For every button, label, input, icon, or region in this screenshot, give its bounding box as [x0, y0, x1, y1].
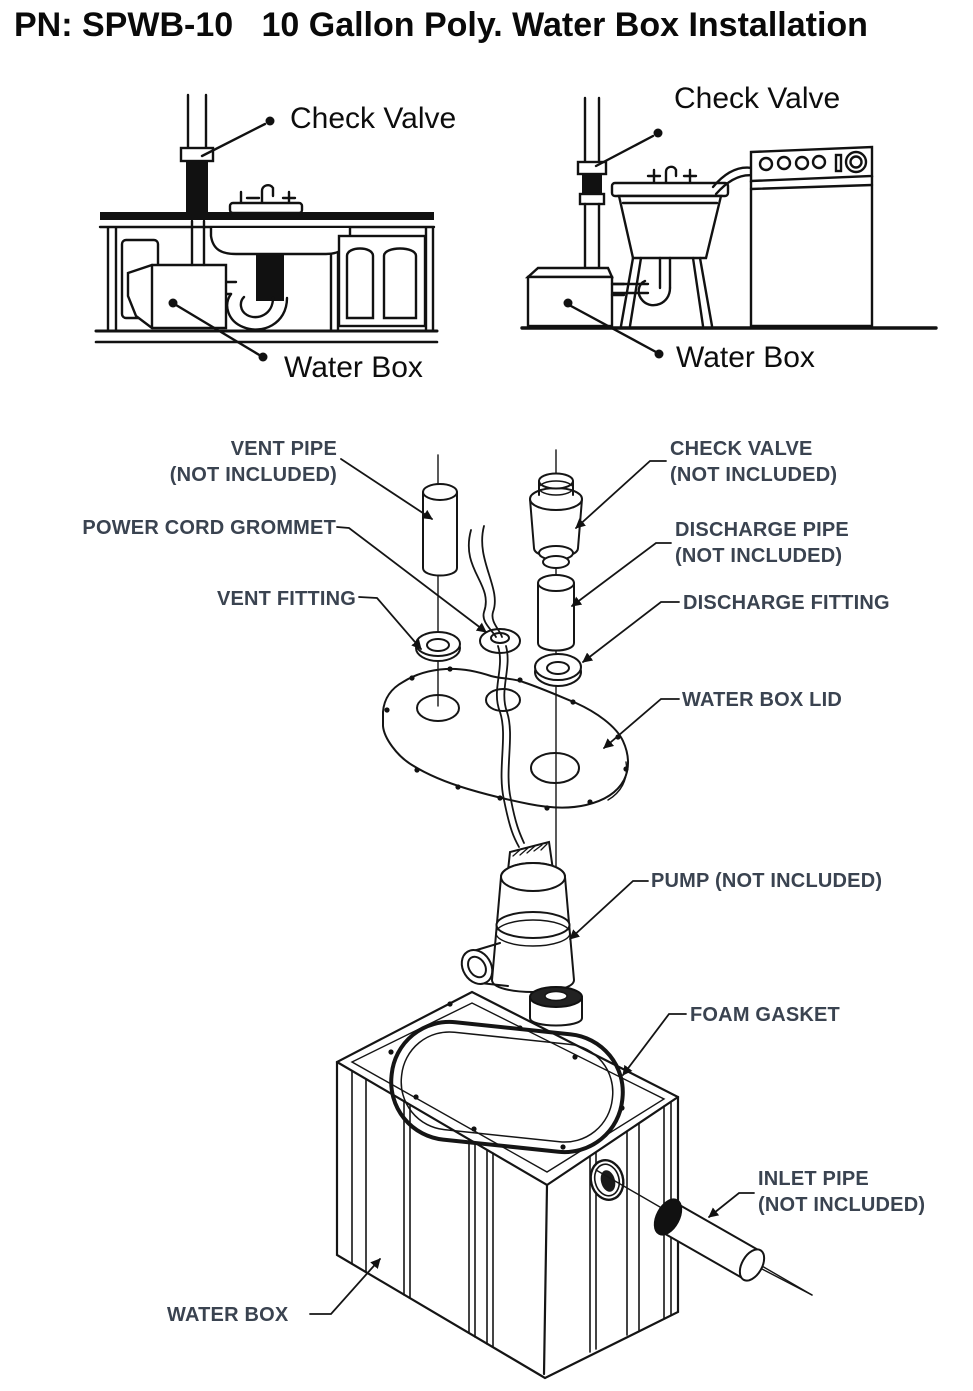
- label-water-box-right: Water Box: [676, 341, 815, 374]
- leader-water-box-left: [168, 298, 268, 362]
- label-water-box-left: Water Box: [284, 351, 423, 384]
- exploded-leaders: [309, 458, 755, 1315]
- leader-check-valve-right: [594, 128, 663, 168]
- label-vent-fitting: VENT FITTING: [216, 588, 356, 610]
- label-water-box-lid: WATER BOX LID: [682, 689, 843, 711]
- power-cord-drawing: [468, 525, 525, 848]
- vent-fitting-drawing: [415, 631, 461, 662]
- label-power-cord-grommet: POWER CORD GROMMET: [82, 517, 336, 539]
- label-pump: PUMP (NOT INCLUDED): [651, 870, 883, 892]
- label-discharge-pipe: DISCHARGE PIPE (NOT INCLUDED): [675, 519, 849, 567]
- discharge-pipe-drawing: [537, 574, 575, 652]
- water-box-lid-drawing: [382, 666, 629, 811]
- inlet-pipe-drawing: [595, 1169, 813, 1296]
- page-title: PN: SPWB-10 10 Gallon Poly. Water Box In…: [14, 6, 868, 44]
- label-vent-pipe: VENT PIPE (NOT INCLUDED): [169, 438, 337, 486]
- label-check-valve: CHECK VALVE (NOT INCLUDED): [670, 438, 838, 486]
- discharge-fitting-drawing: [534, 653, 582, 687]
- foam-gasket-drawing: [388, 1001, 625, 1155]
- leader-check-valve-left: [200, 116, 275, 158]
- label-discharge-fitting: DISCHARGE FITTING: [683, 592, 890, 614]
- check-valve-drawing: [529, 472, 583, 569]
- exploded-view: [309, 449, 813, 1380]
- label-inlet-pipe: INLET PIPE (NOT INCLUDED): [758, 1168, 926, 1216]
- label-check-valve-right: Check Valve: [674, 82, 841, 115]
- label-foam-gasket: FOAM GASKET: [690, 1004, 840, 1026]
- pump-drawing: [460, 840, 583, 1027]
- water-box-drawing: [335, 990, 680, 1380]
- vent-pipe-drawing: [422, 483, 458, 577]
- leader-water-box-right: [563, 298, 664, 359]
- label-check-valve-left: Check Valve: [290, 102, 457, 135]
- sink-cabinet-illustration: [94, 93, 439, 362]
- laundry-room-illustration: [520, 96, 938, 359]
- label-water-box: WATER BOX: [167, 1304, 289, 1326]
